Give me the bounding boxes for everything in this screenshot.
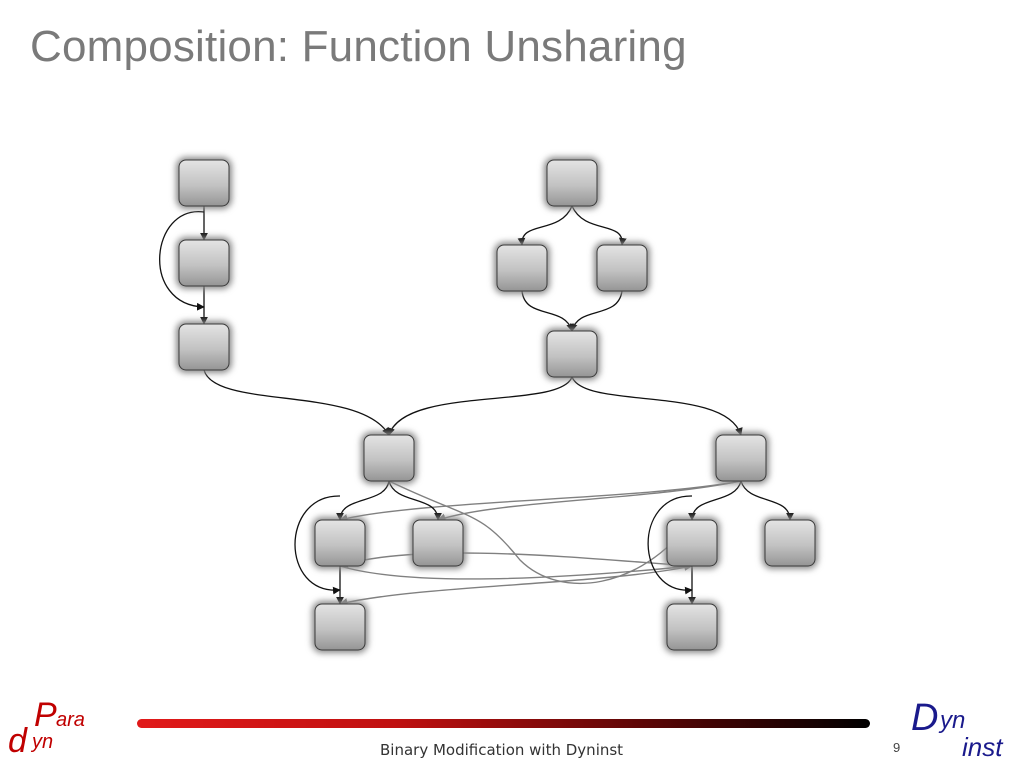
edge-b4-to-c1 bbox=[387, 376, 573, 436]
node-b1 bbox=[544, 157, 600, 209]
edge-c1-to-c3 bbox=[388, 480, 442, 521]
edge-b1-to-b2 bbox=[517, 205, 573, 246]
node-box bbox=[314, 519, 366, 567]
node-box bbox=[764, 519, 816, 567]
paradyn-logo-yn: yn bbox=[30, 731, 53, 753]
dyninst-logo-D: D bbox=[911, 697, 938, 739]
slide-title: Composition: Function Unsharing bbox=[30, 22, 687, 71]
dyninst-logo: D yn inst bbox=[911, 697, 1004, 762]
node-box bbox=[596, 244, 648, 292]
paradyn-logo-P: P bbox=[34, 696, 57, 734]
node-a1 bbox=[176, 157, 232, 209]
node-box bbox=[666, 603, 718, 651]
node-b3 bbox=[594, 242, 650, 294]
dyninst-logo-inst: inst bbox=[962, 732, 1004, 762]
edge-c1-to-c2 bbox=[336, 480, 390, 521]
dyninst-logo-yn: yn bbox=[938, 707, 965, 734]
edge-b4-to-d1 bbox=[571, 376, 743, 436]
node-box bbox=[666, 519, 718, 567]
node-box bbox=[178, 239, 230, 287]
node-box bbox=[363, 434, 415, 482]
node-d2 bbox=[664, 517, 720, 569]
edge-d1-to-d3 bbox=[740, 480, 794, 521]
node-box bbox=[546, 330, 598, 378]
node-box bbox=[178, 323, 230, 371]
node-box bbox=[715, 434, 767, 482]
paradyn-logo-ara: ara bbox=[56, 709, 85, 731]
node-c4 bbox=[312, 601, 368, 653]
edge-a3-to-c1 bbox=[203, 369, 390, 436]
control-flow-diagram bbox=[159, 157, 818, 653]
node-box bbox=[412, 519, 464, 567]
edge-c1-to-d2 bbox=[388, 480, 693, 585]
node-d3 bbox=[762, 517, 818, 569]
edge-b3-to-b4 bbox=[569, 290, 623, 332]
edge-c2-to-d4 bbox=[339, 562, 693, 580]
edge-b2-to-b4 bbox=[521, 290, 574, 332]
edge-a2-to-a2-self-loop bbox=[159, 211, 205, 311]
edges-layer bbox=[159, 205, 794, 607]
node-b4 bbox=[544, 328, 600, 380]
edge-d2-to-c2 bbox=[339, 552, 693, 568]
paradyn-logo: P ara d yn bbox=[8, 696, 85, 760]
node-a3 bbox=[176, 321, 232, 373]
node-box bbox=[314, 603, 366, 651]
node-d4 bbox=[664, 601, 720, 653]
edge-c2-to-c2-self-loop bbox=[294, 495, 341, 595]
edge-d1-to-c3 bbox=[437, 480, 742, 522]
edge-d1-to-d2 bbox=[688, 480, 742, 521]
nodes-layer bbox=[176, 157, 818, 653]
page-number: 9 bbox=[893, 740, 901, 755]
node-a2 bbox=[176, 237, 232, 289]
node-box bbox=[546, 159, 598, 207]
node-box bbox=[496, 244, 548, 292]
paradyn-logo-d: d bbox=[8, 722, 28, 760]
edge-d1-to-c2 bbox=[339, 480, 742, 523]
node-c3 bbox=[410, 517, 466, 569]
node-b2 bbox=[494, 242, 550, 294]
node-d1 bbox=[713, 432, 769, 484]
edge-d2-to-d2-self-loop bbox=[647, 495, 693, 595]
footer-text: Binary Modification with Dyninst bbox=[380, 741, 624, 759]
node-c1 bbox=[361, 432, 417, 484]
footer-divider-bar bbox=[137, 719, 870, 728]
edge-b1-to-b3 bbox=[571, 205, 627, 246]
node-c2 bbox=[312, 517, 368, 569]
edge-d2-to-c4 bbox=[339, 565, 693, 607]
node-box bbox=[178, 159, 230, 207]
